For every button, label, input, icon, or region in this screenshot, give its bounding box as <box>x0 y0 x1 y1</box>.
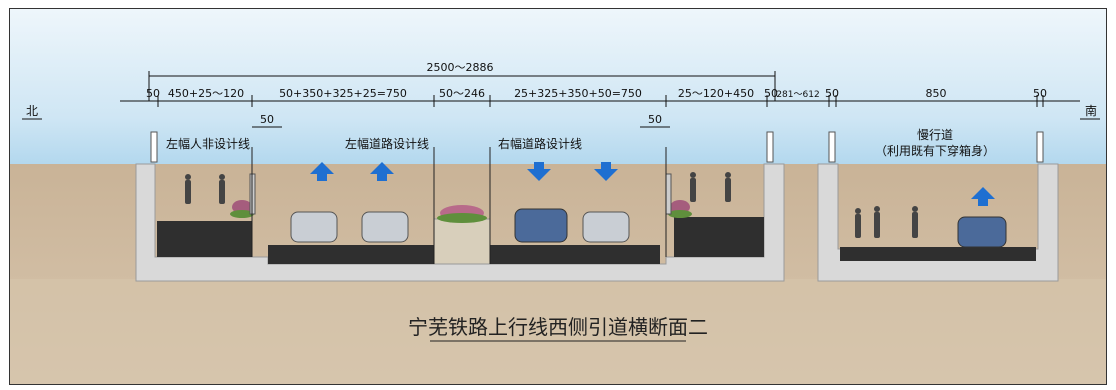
direction-arrows <box>310 162 995 206</box>
left-road-label: 左幅道路设计线 <box>345 136 429 151</box>
dim-right-edge: 50 <box>764 87 778 100</box>
arrow-down-right-2 <box>594 162 618 181</box>
cross-section-drawing: 北 南 2500～2886 50 450+25～120 50+350+325+2… <box>10 9 1106 384</box>
left-sidewalk-pavement <box>157 221 252 257</box>
dim-median: 50～246 <box>439 87 485 100</box>
north-label: 北 <box>26 104 38 118</box>
left-walk-label: 左幅人非设计线 <box>166 136 250 151</box>
dim-right-road: 25+325+350+50=750 <box>514 87 642 100</box>
figure-title: 宁芜铁路上行线西侧引道横断面二 <box>408 315 708 339</box>
dim-inner-left: 50 <box>260 113 274 126</box>
car-right-1 <box>514 208 568 243</box>
car-right-2 <box>582 211 630 243</box>
dim-far-edge: 50 <box>1033 87 1047 100</box>
left-wall-post <box>150 131 158 163</box>
lower-soil <box>10 279 1106 384</box>
dim-left-road: 50+350+325+25=750 <box>279 87 407 100</box>
figure-frame: 北 南 2500～2886 50 450+25～120 50+350+325+2… <box>9 8 1107 385</box>
right-wall-post <box>766 131 774 163</box>
left-road-pavement <box>268 245 434 264</box>
tunnel-label-2: （利用既有下穿箱身） <box>875 143 995 158</box>
arrow-up-left-1 <box>310 162 334 181</box>
car-left-2 <box>361 211 409 243</box>
main-trough <box>135 131 785 282</box>
sky-background <box>10 9 1106 164</box>
dimension-lines <box>120 71 1080 128</box>
right-sidewalk-pavement <box>674 217 764 257</box>
south-label: 南 <box>1085 103 1097 118</box>
dim-total: 2500～2886 <box>427 61 494 74</box>
dim-gap-edge: 50 <box>825 87 839 100</box>
median-planter <box>433 218 491 265</box>
dim-inner-right: 50 <box>648 113 662 126</box>
car-left-1 <box>290 211 338 243</box>
slow-lane-trough <box>817 131 1059 282</box>
dim-right-walk: 25～120+450 <box>678 87 754 100</box>
tunnel-label-1: 慢行道 <box>917 128 953 142</box>
dim-gap: 281～612 <box>776 90 819 100</box>
vehicles <box>290 208 1007 248</box>
slow-lane-pavement <box>840 247 1036 261</box>
dim-tunnel: 850 <box>926 87 947 100</box>
pedestrian-figures <box>185 172 918 238</box>
dim-left-walk: 450+25～120 <box>168 87 244 100</box>
right-road-label: 右幅道路设计线 <box>498 136 582 151</box>
right-road-pavement <box>490 245 660 264</box>
arrow-down-right-1 <box>527 162 551 181</box>
car-tunnel <box>957 216 1007 248</box>
arrow-up-left-2 <box>370 162 394 181</box>
dim-left-edge: 50 <box>146 87 160 100</box>
design-lines <box>251 147 667 264</box>
arrow-up-tunnel <box>971 187 995 206</box>
